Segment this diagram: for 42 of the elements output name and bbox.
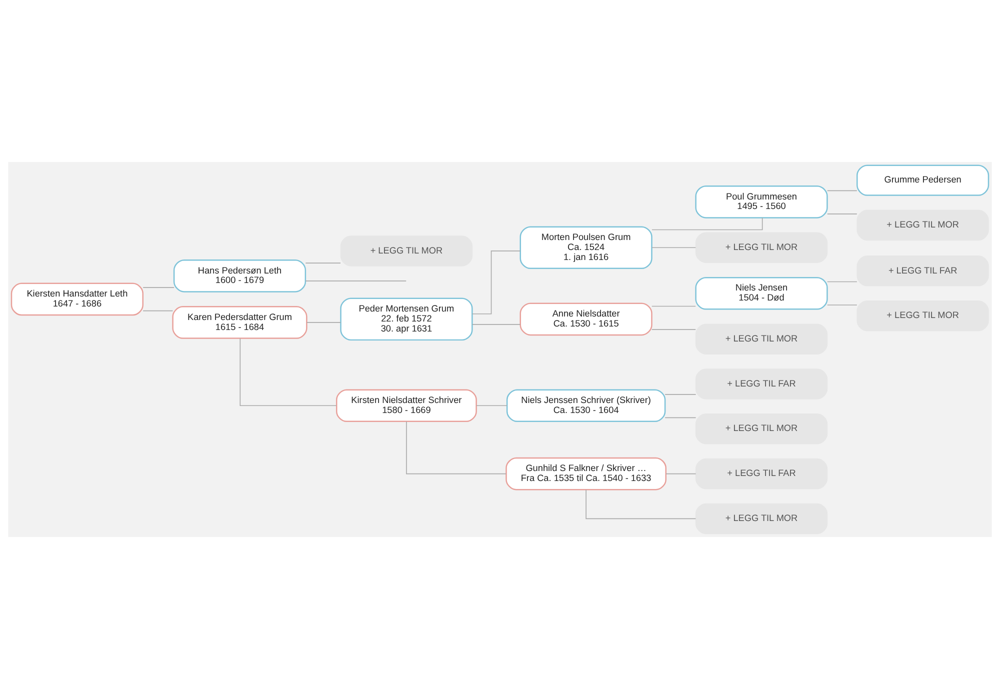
node-box: + LEGG TIL MOR [695,503,828,534]
connector [142,310,174,312]
node-box: Grumme Pedersen [856,164,990,196]
connector [305,262,341,264]
connector [305,280,407,282]
node-box: Morten Poulsen Grum Ca. 1524 1. jan 1616 [520,226,652,270]
node-box: + LEGG TIL MOR [695,232,828,264]
node-box: + LEGG TIL FAR [856,256,989,286]
connector [651,306,696,307]
node-box: + LEGG TIL FAR [695,458,828,490]
node-box: Niels Jensen 1504 - Død [695,276,828,310]
node-box: + LEGG TIL FAR [695,368,828,400]
connector [664,417,696,418]
connector [472,250,521,314]
node-box: Gunhild S Falkner / Skriver … Fra Ca. 1535 til Ca. 1540 - 1633 [506,457,666,490]
node-box: + LEGG TIL MOR [856,300,989,332]
node-box: Peder Mortensen Grum 22. feb 1572 30. apr 1631 [340,298,473,341]
node-box: + LEGG TIL MOR [695,414,828,444]
node-box: Kiersten Hansdatter Leth 1647 - 1686 [10,282,144,316]
connector [472,324,521,325]
node-box: Anne Nielsdatter Ca. 1530 - 1615 [520,302,652,336]
connector [666,473,696,474]
connector [476,405,508,406]
connector [826,304,858,306]
node-box: + LEGG TIL MOR [856,210,989,241]
connector [406,421,506,474]
connector [664,394,696,395]
node-box: + LEGG TIL MOR [695,324,828,354]
connector [826,190,858,192]
node-box: Niels Jenssen Schriver (Skriver) Ca. 1530 - 1604 [506,389,666,422]
node-box: Kirsten Nielsdatter Schriver 1580 - 1669 [336,389,477,422]
node-box: Hans Pedersøn Leth 1600 - 1679 [173,260,306,292]
node-box: Karen Pedersdatter Grum 1615 - 1684 [172,306,308,339]
connector [651,247,696,248]
node-box: + LEGG TIL MOR [340,236,473,266]
connector [586,489,696,520]
connector [142,287,174,288]
connector [651,329,696,330]
connector [826,281,858,282]
node-box: Poul Grummesen 1495 - 1560 [695,186,828,218]
connector [306,322,341,323]
connector [240,338,337,406]
